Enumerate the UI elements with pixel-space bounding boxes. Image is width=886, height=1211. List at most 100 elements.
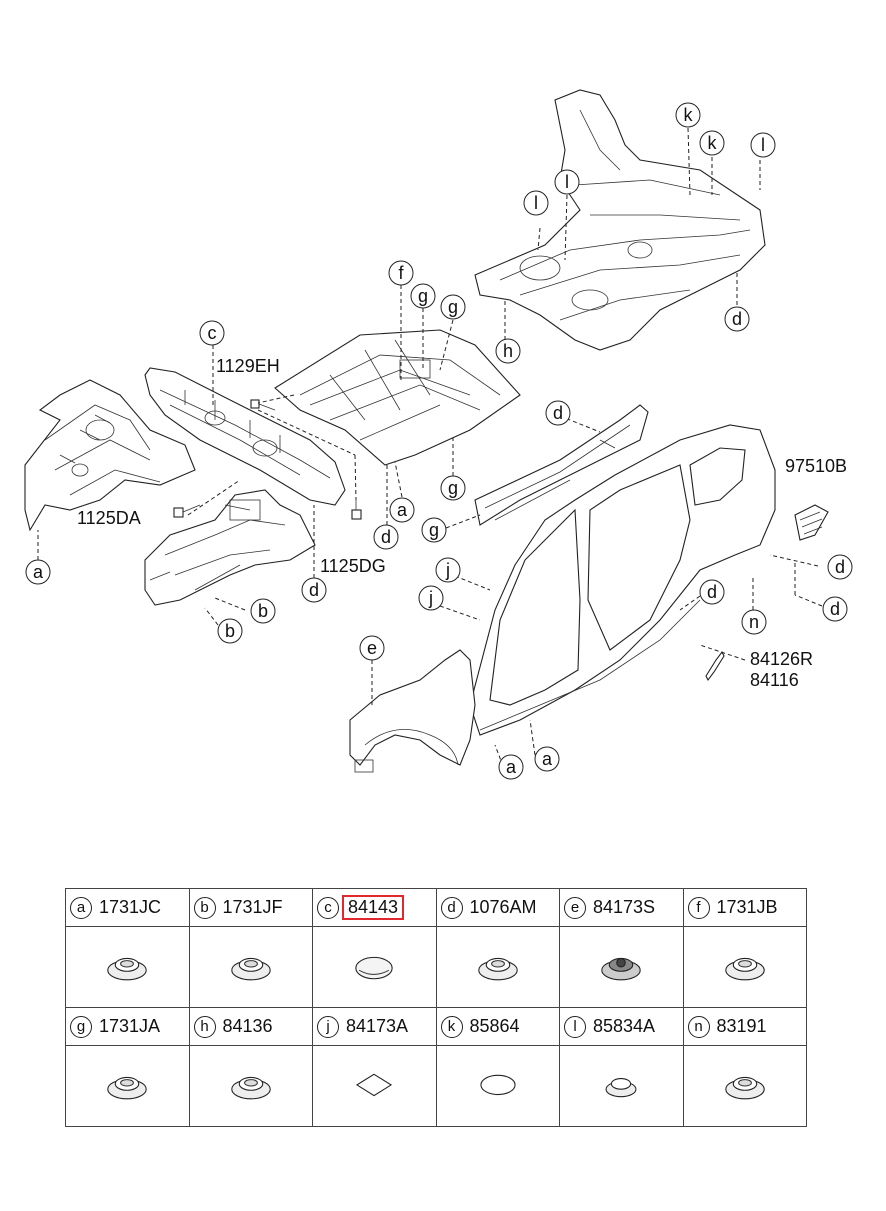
callout-d-3: d (545, 400, 571, 426)
legend-letter-circle: b (193, 896, 216, 919)
svg-text:b: b (225, 621, 235, 641)
legend-part-number: 84173S (593, 897, 656, 917)
legend-letter-circle: j (317, 1015, 339, 1038)
svg-text:k: k (708, 133, 718, 153)
svg-text:h: h (503, 341, 513, 361)
legend-part-number: 1076AM (469, 897, 537, 917)
legend-cell: e 84173S (559, 888, 684, 927)
label-1129eh: 1129EH (216, 356, 280, 376)
legend-part-number: 1731JA (99, 1016, 161, 1036)
svg-text:g: g (448, 478, 458, 498)
callout-n-1: n (741, 609, 767, 635)
callout-j-1: j (435, 557, 461, 583)
callout-b-2: b (217, 618, 243, 644)
svg-text:a: a (506, 757, 517, 777)
callout-d-1: d (301, 577, 327, 603)
front-side-member (24, 379, 196, 532)
svg-text:c: c (208, 323, 217, 343)
svg-text:f: f (398, 263, 404, 283)
legend-part-number-highlighted: 84143 (342, 895, 405, 920)
legend-part-number: 83191 (716, 1016, 767, 1036)
grommet-plug-icon (725, 1076, 765, 1100)
callout-d-5: d (699, 579, 725, 605)
grommet-plug-icon (231, 957, 271, 981)
callout-d-2: d (373, 524, 399, 550)
callout-a-3: a (498, 754, 524, 780)
label-1125dg: 1125DG (320, 556, 386, 576)
dark-grommet-icon (601, 957, 641, 981)
callout-l-3: l (523, 190, 549, 216)
callout-e-1: e (359, 635, 385, 661)
front-side-member-right (144, 489, 316, 606)
grommet-plug-icon (107, 957, 147, 981)
legend-image-row (65, 1045, 807, 1127)
svg-text:a: a (397, 500, 408, 520)
diamond-pad-icon (356, 1073, 393, 1097)
callout-g-1: g (410, 283, 436, 309)
callout-g-3: g (440, 475, 466, 501)
svg-text:j: j (445, 560, 450, 580)
svg-text:d: d (309, 580, 319, 600)
callout-l-2: l (554, 169, 580, 195)
legend-letter-circle: e (564, 896, 586, 919)
callout-a-4: a (534, 746, 560, 772)
legend-cell-header: n 83191 (684, 1008, 807, 1045)
callout-g-2: g (440, 294, 466, 320)
rear-grille-97510b (794, 504, 829, 541)
callout-k-2: k (699, 130, 725, 156)
flat-oval-icon (480, 1074, 516, 1096)
legend-letter-circle: k (440, 1015, 463, 1038)
legend-part-number: 85864 (469, 1016, 520, 1036)
legend-letter-circle: a (70, 896, 92, 919)
bolt-1125dg (351, 500, 362, 520)
svg-text:d: d (835, 557, 845, 577)
bolt-1125da (173, 504, 201, 518)
legend-letter-circle: g (70, 1015, 92, 1038)
legend-part-image-cell (682, 926, 807, 1008)
legend-cell-header: g 1731JA (66, 1008, 189, 1045)
dash-panel (144, 367, 346, 506)
label-97510b: 97510B (785, 456, 847, 476)
oval-pad-icon (355, 956, 393, 980)
legend-letter-circle: c (317, 896, 339, 919)
legend-letter-circle: f (687, 896, 710, 919)
svg-text:g: g (448, 297, 458, 317)
svg-text:j: j (428, 588, 433, 608)
legend-part-image-cell (312, 1045, 437, 1127)
callout-f-1: f (388, 260, 414, 286)
svg-text:n: n (749, 612, 759, 632)
legend-cell: k 85864 (435, 1007, 560, 1046)
svg-text:a: a (542, 749, 553, 769)
legend-cell-header: e 84173S (560, 889, 683, 926)
legend-part-image-cell (65, 926, 190, 1008)
legend-part-number: 1731JB (716, 897, 778, 917)
legend-letter-circle: n (687, 1015, 710, 1038)
legend-cell: g 1731JA (65, 1007, 190, 1046)
svg-text:l: l (534, 193, 538, 213)
callout-d-4: d (724, 306, 750, 332)
small-cap-icon (605, 1078, 637, 1098)
legend-cell-header: f 1731JB (684, 889, 807, 926)
callout-c-1: c (199, 320, 225, 346)
callout-d-7: d (822, 596, 848, 622)
label-84126r: 84126R (750, 649, 813, 669)
bolt-1129eh (250, 399, 276, 411)
legend-cell: n 83191 (682, 1007, 807, 1046)
center-floor-panel (274, 329, 521, 466)
callout-b-1: b (250, 598, 276, 624)
callout-d-6: d (827, 554, 853, 580)
svg-text:a: a (33, 562, 44, 582)
